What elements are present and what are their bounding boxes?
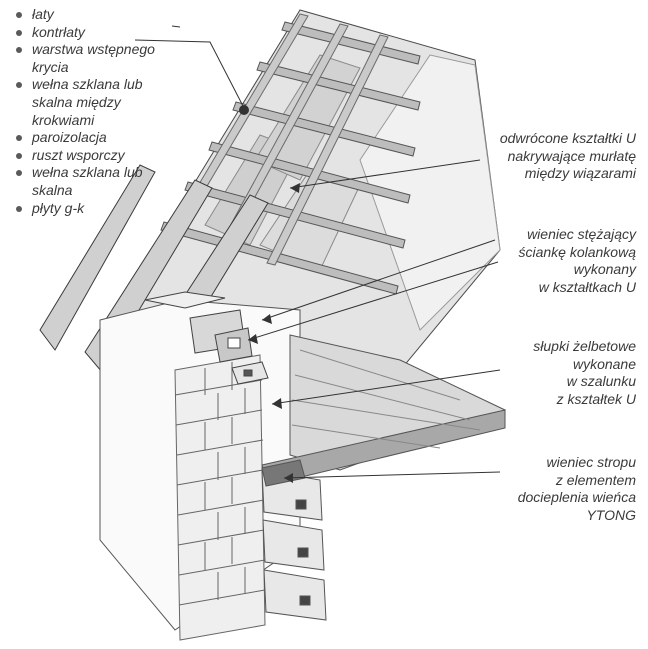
bullet-icon: [16, 205, 22, 212]
bullet-icon: [16, 12, 22, 18]
u-shape-blocks: [144, 291, 269, 385]
leader-lines: [134, 25, 501, 479]
materials-legend: łaty kontrłaty warstwa wstępnego krycia …: [14, 6, 214, 217]
bullet-icon: [16, 47, 22, 54]
callout-pillars: słupki żelbetowe wykonane w szalunku z k…: [533, 338, 636, 407]
legend-item: ruszt wsporczy: [14, 147, 214, 165]
bullet-icon: [16, 170, 22, 177]
legend-item: płyty g-k: [14, 200, 214, 218]
callout-dot: [239, 105, 249, 115]
legend-item: łaty: [14, 6, 214, 24]
legend-item: wełna szklana lub skalna między krokwiam…: [14, 76, 172, 129]
callout-u-shapes: odwrócone kształtki U nakrywające murłat…: [499, 130, 636, 181]
legend-item: kontrłaty: [14, 24, 214, 42]
legend-item: warstwa wstępnego krycia: [14, 41, 182, 76]
underlay-membrane: [359, 54, 501, 331]
wall-blocks-side: [261, 469, 327, 621]
bullet-icon: [16, 152, 22, 159]
callout-floor-beam: wieniec stropu z elementem docieplenia w…: [517, 454, 636, 523]
arrowheads: [248, 183, 300, 483]
callout-ring-beam: wieniec stężający ściankę kolankową wyko…: [518, 226, 636, 295]
legend-item: wełna szklana lub skalna: [14, 164, 172, 199]
bullet-icon: [16, 82, 22, 89]
masonry-wall: [174, 354, 266, 641]
legend-item: paroizolacja: [14, 129, 214, 147]
bullet-icon: [16, 29, 22, 36]
bullet-icon: [16, 135, 22, 142]
floor-slab: [261, 334, 507, 487]
